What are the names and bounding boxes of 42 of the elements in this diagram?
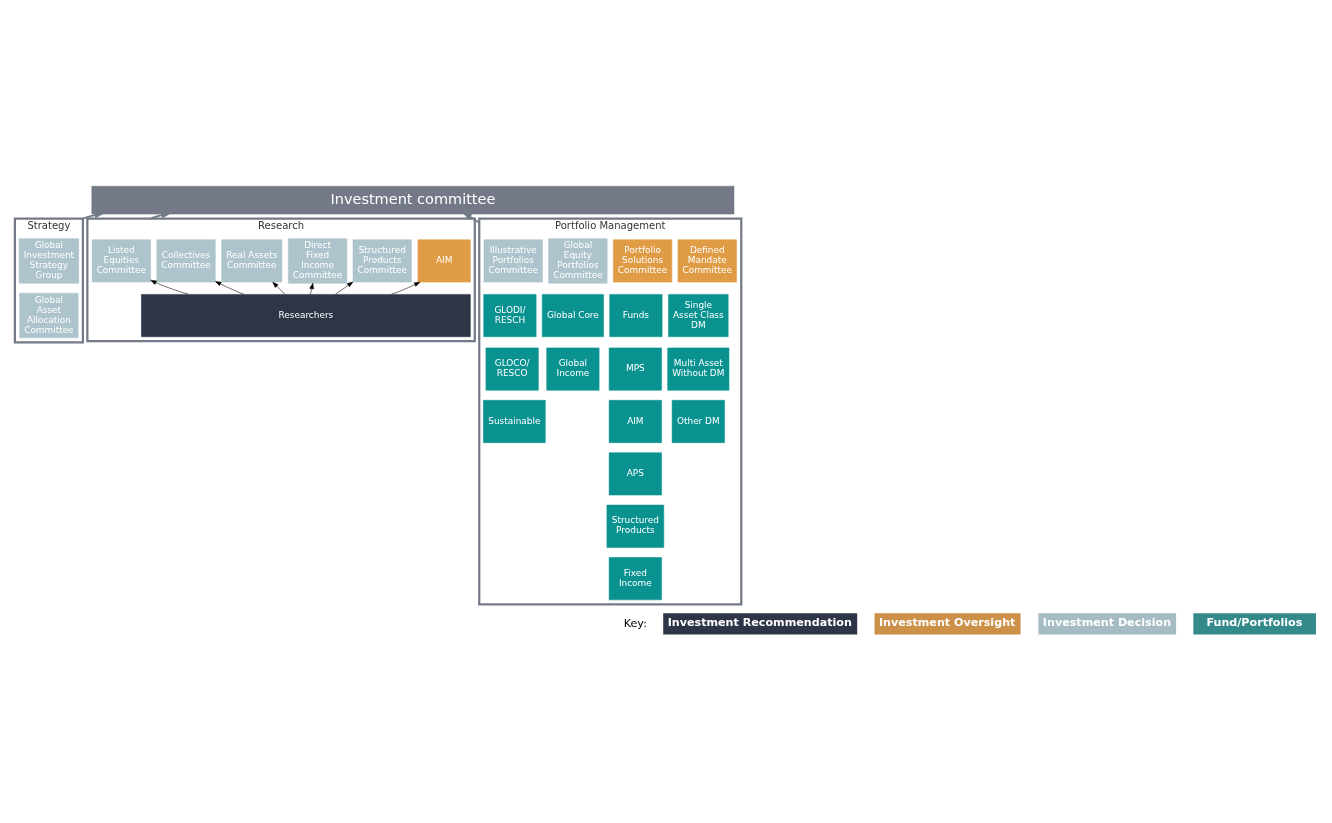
arrow — [309, 282, 314, 295]
node-box: Fixed Income — [608, 556, 662, 600]
node-box: Global Investment Strategy Group — [18, 237, 79, 283]
node-box: Single Asset Class DM — [668, 293, 729, 337]
node-box: Global Equity Portfolios Committee — [548, 237, 608, 283]
node-box: Investment committee — [91, 185, 735, 214]
node-box: APS — [608, 451, 662, 495]
arrow — [335, 281, 354, 295]
arrow — [150, 279, 189, 295]
node-box: Collectives Committee — [156, 238, 216, 282]
node-box: Direct Fixed Income Committee — [288, 237, 348, 283]
node-box: Other DM — [671, 399, 725, 443]
arrow — [215, 280, 245, 295]
legend-label: Investment Decision — [1042, 615, 1172, 629]
node-box: Global Asset Allocation Committee — [19, 292, 79, 338]
node-box: AIM — [608, 399, 662, 443]
legend-label: Investment Oversight — [878, 615, 1016, 629]
legend-label: Fund/Portfolios — [1206, 615, 1303, 629]
node-box: MPS — [608, 347, 662, 391]
arrow — [82, 211, 104, 220]
node-box: GLODI/ RESCH — [483, 293, 537, 337]
arrow — [462, 212, 481, 224]
node-box: Funds — [609, 293, 663, 337]
node-box: AIM — [417, 238, 471, 282]
node-box: Portfolio Solutions Committee — [613, 238, 673, 282]
node-box: Global Income — [546, 347, 600, 391]
arrow — [150, 211, 171, 219]
node-box: Multi Asset Without DM — [667, 347, 730, 391]
node-box: Structured Products Committee — [352, 238, 412, 282]
legend-label: Investment Recommendation — [667, 615, 852, 629]
node-box: GLOCO/ RESCO — [485, 347, 539, 391]
node-box: Structured Products — [606, 504, 665, 548]
arrow — [391, 281, 421, 295]
node-box: Illustrative Portfolios Committee — [483, 238, 543, 282]
node-box: Researchers — [141, 293, 471, 337]
node-box: Sustainable — [483, 399, 546, 443]
arrow — [272, 281, 286, 295]
label: Key: — [623, 616, 647, 630]
node-box: Global Core — [541, 293, 604, 337]
node-box: Listed Equities Committee — [91, 238, 151, 282]
node-box: Defined Mandate Committee — [677, 238, 737, 282]
node-box: Real Assets Committee — [221, 238, 283, 282]
